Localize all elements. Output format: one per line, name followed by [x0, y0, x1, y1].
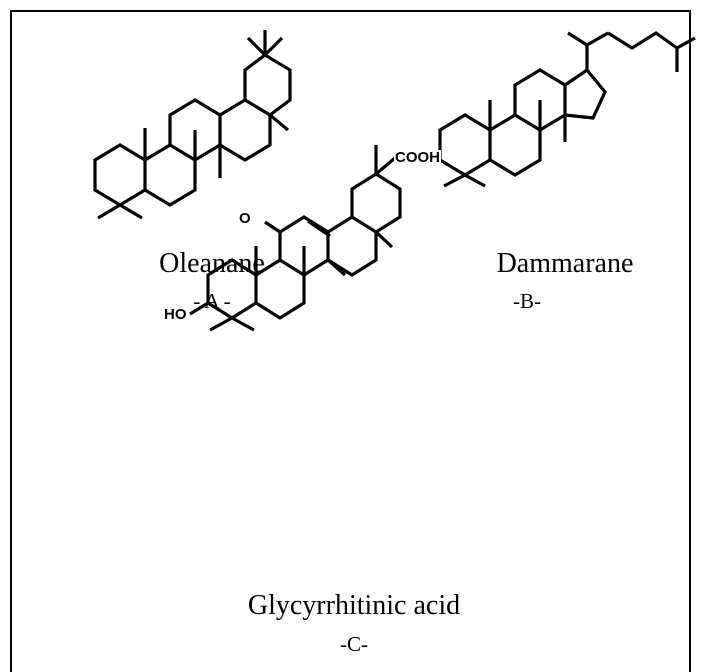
glycyrrhitinic-acid-code: -C-: [340, 632, 368, 656]
dammarane-name: Dammarane: [496, 248, 634, 279]
dammarane-code: -B-: [513, 289, 541, 313]
oleanane-code: - A -: [193, 289, 231, 313]
hydroxyl-group-label: HO: [163, 306, 188, 323]
glycyrrhitinic-acid-name: Glycyrrhitinic acid: [247, 590, 461, 621]
ketone-oxygen-label: O: [238, 210, 252, 227]
carboxyl-group-label: COOH: [394, 149, 441, 166]
oleanane-name: Oleanane: [159, 248, 265, 279]
figure-frame: [10, 10, 691, 672]
